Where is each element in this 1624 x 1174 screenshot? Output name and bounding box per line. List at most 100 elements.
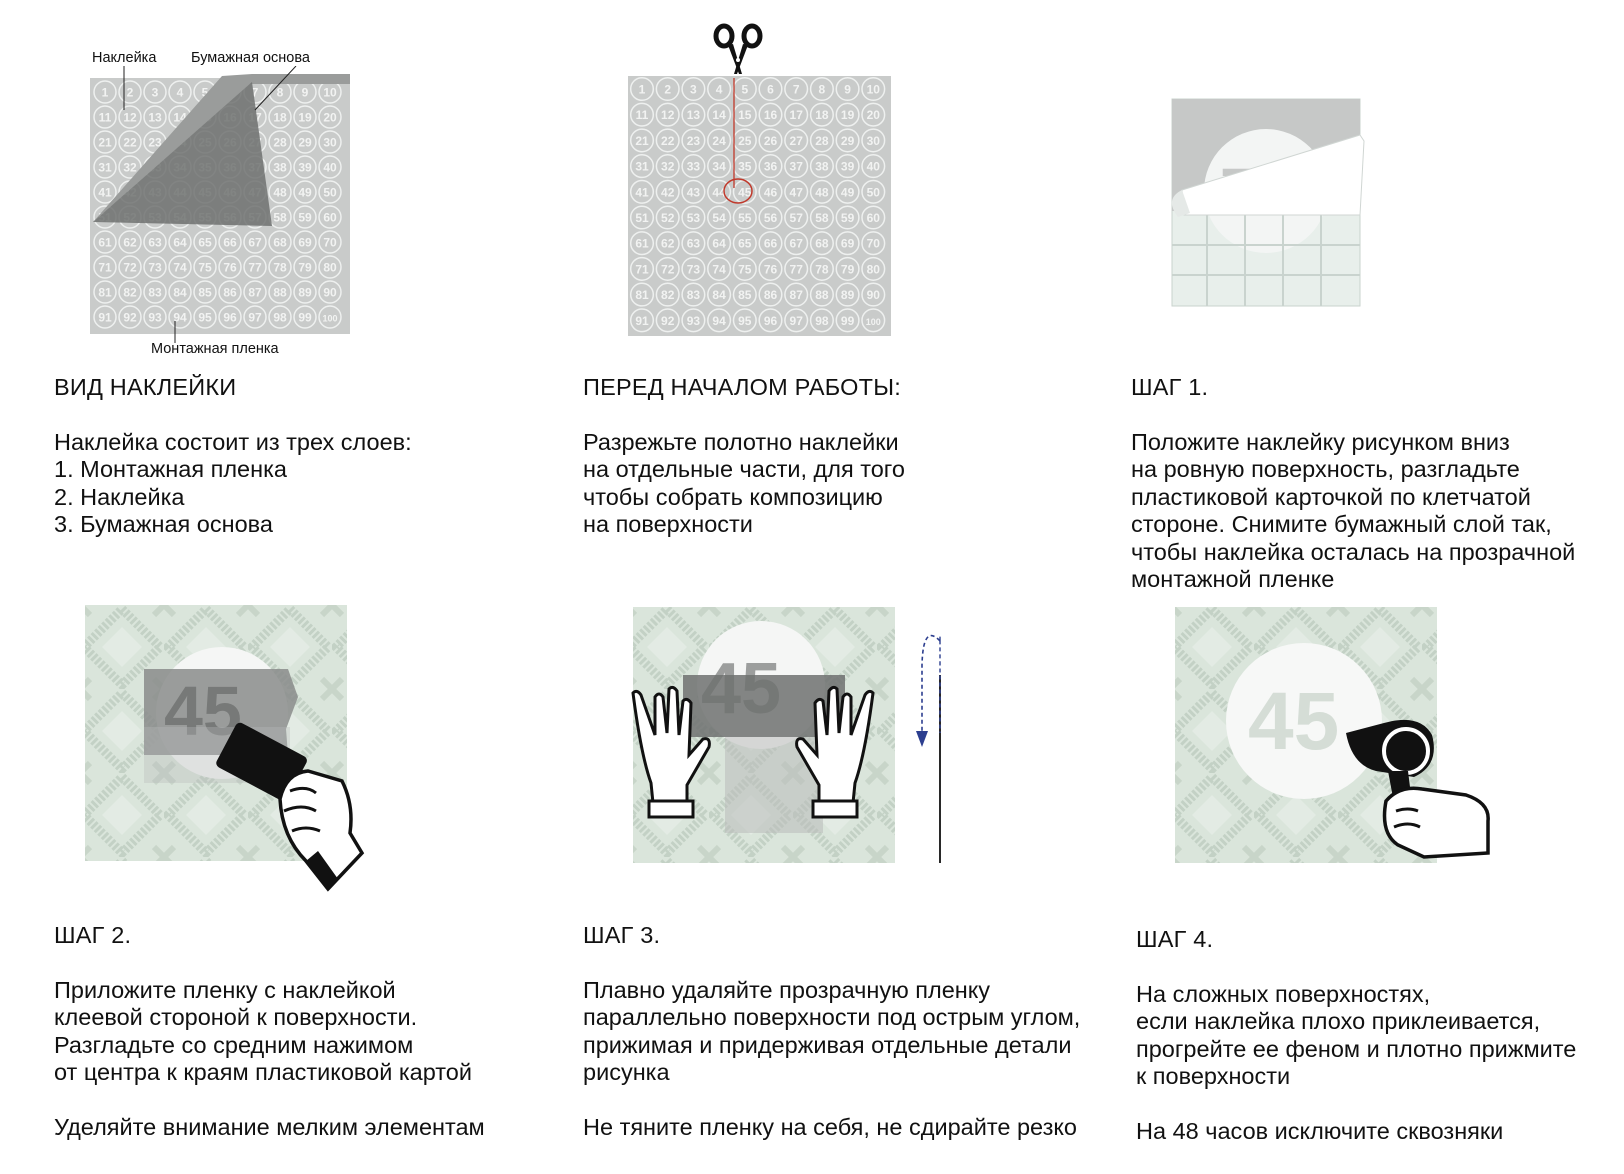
- plastic-card-icon: [216, 722, 307, 801]
- svg-text:6: 6: [767, 83, 774, 97]
- svg-text:95: 95: [198, 311, 212, 325]
- svg-text:81: 81: [98, 286, 112, 300]
- svg-text:40: 40: [867, 160, 881, 174]
- heat-dryer-illustration: 45: [1175, 607, 1490, 863]
- svg-text:67: 67: [248, 236, 262, 250]
- svg-text:96: 96: [764, 314, 778, 328]
- step2-text: ШАГ 2. Приложите пленку с наклейкой клее…: [54, 922, 485, 1140]
- view-title: ВИД НАКЛЕЙКИ: [54, 374, 237, 400]
- svg-text:45: 45: [738, 185, 752, 199]
- svg-text:72: 72: [661, 262, 675, 276]
- step1-text: ШАГ 1. Положите наклейку рисунком вниз н…: [1131, 374, 1576, 592]
- svg-text:9: 9: [844, 83, 851, 97]
- svg-text:41: 41: [98, 186, 112, 200]
- svg-text:7: 7: [252, 86, 259, 100]
- svg-text:62: 62: [661, 237, 675, 251]
- svg-text:65: 65: [738, 237, 752, 251]
- svg-text:31: 31: [98, 161, 112, 175]
- svg-text:72: 72: [123, 261, 137, 275]
- cut-circle: [723, 178, 753, 204]
- svg-text:26: 26: [764, 134, 778, 148]
- svg-text:22: 22: [661, 134, 675, 148]
- svg-text:7: 7: [793, 83, 800, 97]
- svg-text:60: 60: [323, 211, 337, 225]
- svg-text:14: 14: [712, 108, 726, 122]
- svg-text:18: 18: [273, 111, 287, 125]
- svg-text:83: 83: [687, 288, 701, 302]
- svg-text:61: 61: [98, 236, 112, 250]
- svg-text:63: 63: [687, 237, 701, 251]
- svg-text:90: 90: [867, 288, 881, 302]
- svg-text:66: 66: [764, 237, 778, 251]
- svg-text:38: 38: [273, 161, 287, 175]
- svg-text:61: 61: [635, 237, 649, 251]
- svg-text:36: 36: [764, 160, 778, 174]
- svg-text:64: 64: [173, 236, 187, 250]
- svg-text:30: 30: [867, 134, 881, 148]
- svg-text:18: 18: [815, 108, 829, 122]
- svg-text:49: 49: [298, 186, 312, 200]
- svg-text:95: 95: [738, 314, 752, 328]
- svg-text:100: 100: [866, 317, 881, 327]
- right-glove-icon: [795, 685, 875, 819]
- svg-text:85: 85: [738, 288, 752, 302]
- svg-text:19: 19: [841, 108, 855, 122]
- svg-text:23: 23: [148, 136, 162, 150]
- svg-text:25: 25: [738, 134, 752, 148]
- before-text: ПЕРЕД НАЧАЛОМ РАБОТЫ: Разрежьте полотно …: [583, 374, 905, 537]
- svg-text:24: 24: [712, 134, 726, 148]
- svg-text:2: 2: [127, 86, 134, 100]
- svg-text:39: 39: [298, 161, 312, 175]
- hand-icon: [1382, 786, 1490, 859]
- svg-text:54: 54: [712, 211, 726, 225]
- step4-title: ШАГ 4.: [1136, 926, 1214, 952]
- svg-text:78: 78: [815, 262, 829, 276]
- sticker-number: 45: [164, 672, 242, 750]
- svg-text:96: 96: [223, 311, 237, 325]
- remove-film-illustration: 45: [631, 607, 941, 863]
- svg-text:8: 8: [277, 86, 284, 100]
- svg-text:91: 91: [635, 314, 649, 328]
- svg-text:13: 13: [687, 108, 701, 122]
- svg-text:22: 22: [123, 136, 137, 150]
- svg-text:100: 100: [322, 314, 337, 324]
- svg-text:32: 32: [661, 160, 675, 174]
- svg-text:50: 50: [323, 186, 337, 200]
- svg-text:42: 42: [661, 185, 675, 199]
- svg-text:32: 32: [123, 161, 137, 175]
- svg-text:49: 49: [841, 185, 855, 199]
- svg-text:77: 77: [790, 262, 804, 276]
- svg-text:27: 27: [790, 134, 804, 148]
- svg-text:52: 52: [661, 211, 675, 225]
- svg-text:9: 9: [302, 86, 309, 100]
- svg-text:75: 75: [198, 261, 212, 275]
- peel-paper-illustration: 7 \: [1171, 98, 1365, 307]
- svg-text:80: 80: [323, 261, 337, 275]
- step1-title: ШАГ 1.: [1131, 374, 1209, 400]
- svg-text:10: 10: [323, 86, 337, 100]
- svg-text:79: 79: [841, 262, 855, 276]
- svg-text:20: 20: [867, 108, 881, 122]
- hand-icon: [278, 769, 365, 892]
- svg-text:38: 38: [815, 160, 829, 174]
- svg-text:82: 82: [123, 286, 137, 300]
- svg-text:44: 44: [712, 185, 726, 199]
- svg-text:5: 5: [741, 83, 748, 97]
- svg-text:75: 75: [738, 262, 752, 276]
- svg-text:55: 55: [738, 211, 752, 225]
- svg-text:40: 40: [323, 161, 337, 175]
- step4-note: На 48 часов исключите сквозняки: [1136, 1117, 1504, 1144]
- svg-text:90: 90: [323, 286, 337, 300]
- svg-text:28: 28: [815, 134, 829, 148]
- svg-text:85: 85: [198, 286, 212, 300]
- svg-text:5: 5: [202, 86, 209, 100]
- svg-text:34: 34: [712, 160, 726, 174]
- svg-text:69: 69: [841, 237, 855, 251]
- svg-text:15: 15: [738, 108, 752, 122]
- svg-text:37: 37: [790, 160, 804, 174]
- svg-text:66: 66: [223, 236, 237, 250]
- scissors-icon: [713, 23, 763, 74]
- svg-text:94: 94: [712, 314, 726, 328]
- step2-title: ШАГ 2.: [54, 922, 132, 948]
